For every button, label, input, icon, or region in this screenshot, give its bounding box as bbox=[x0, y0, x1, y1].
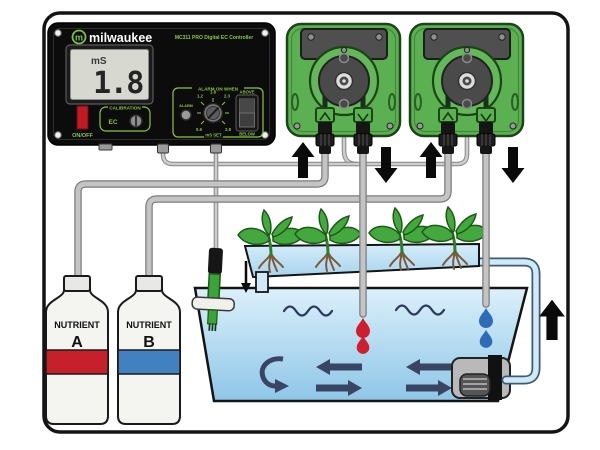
probe-cap bbox=[207, 247, 223, 275]
dial-tick-label: 1.8 bbox=[210, 90, 217, 95]
calibration-channel-label: EC bbox=[108, 119, 117, 126]
probe-connector bbox=[210, 143, 222, 154]
model-label: MC311 PRO Digital EC Controller bbox=[175, 35, 253, 41]
alarm-led-label: ALARM bbox=[179, 104, 193, 108]
dosing-pump-2 bbox=[410, 24, 523, 154]
alarm-led-icon bbox=[180, 109, 192, 121]
brand-name: milwaukee bbox=[89, 31, 152, 45]
dial-tick-label: 1.2 bbox=[197, 94, 204, 99]
dial-caption: mS SET bbox=[205, 133, 222, 138]
bottle-title: NUTRIENT bbox=[54, 320, 100, 330]
pump-power-cable bbox=[160, 135, 470, 167]
bottle-band bbox=[45, 349, 109, 375]
bottle-title: NUTRIENT bbox=[126, 320, 172, 330]
power-button bbox=[76, 105, 89, 130]
circulation-pump bbox=[451, 355, 511, 400]
screw-icon bbox=[54, 131, 62, 139]
power-label: ON/OFF bbox=[72, 133, 93, 139]
bottle-band bbox=[117, 349, 181, 375]
probe-float-collar bbox=[191, 296, 235, 312]
logo-letter: m bbox=[75, 33, 83, 43]
dosing-pump-1 bbox=[287, 24, 400, 154]
bottle-cap bbox=[135, 275, 163, 292]
bottle-letter: A bbox=[71, 334, 83, 351]
alarm-title: ALARM ON WHEN bbox=[198, 87, 239, 92]
screw-icon bbox=[261, 29, 269, 37]
screw-icon bbox=[54, 29, 62, 37]
pump-band bbox=[488, 355, 502, 400]
nutrient-a-tube bbox=[74, 146, 329, 286]
circulation-arrow-icon bbox=[259, 356, 289, 393]
drain-spout bbox=[255, 271, 269, 293]
ec-probe bbox=[191, 247, 235, 332]
switch-below-label: BELOW bbox=[239, 132, 255, 137]
relay-connector bbox=[157, 143, 169, 154]
bottle-cap bbox=[63, 275, 91, 292]
ec-controller: m milwaukee MC311 PRO Digital EC Control… bbox=[47, 22, 276, 154]
dial-tick-label: 2.8 bbox=[225, 127, 232, 132]
above-below-switch bbox=[235, 94, 259, 132]
lcd-value: 1.8 bbox=[93, 66, 143, 101]
return-tube bbox=[475, 257, 541, 385]
alarm-group: ALARM ON WHEN ALARM 1.2 1.8 2.3 0.6 2.8 … bbox=[172, 85, 264, 138]
lcd-display: mS 1.8 bbox=[65, 44, 154, 105]
probe-tip-icon bbox=[208, 323, 217, 332]
pump-grille-icon bbox=[459, 373, 491, 397]
switch-above-label: ABOVE bbox=[240, 90, 255, 95]
lcd-unit: mS bbox=[91, 56, 107, 67]
dial-tick-label: 0.6 bbox=[196, 127, 203, 132]
calibration-group: CALIBRATION EC bbox=[99, 104, 151, 132]
set-knob-icon bbox=[197, 98, 229, 125]
bottle-letter: B bbox=[143, 334, 155, 351]
bottle-nutrient-b: NUTRIENT B bbox=[117, 275, 181, 425]
milwaukee-logo-icon bbox=[71, 29, 87, 45]
calibration-title: CALIBRATION bbox=[109, 106, 141, 111]
dial-tick-label: 2.3 bbox=[224, 94, 231, 99]
nutrient-b-tube bbox=[145, 146, 452, 286]
mount-tab bbox=[98, 143, 113, 151]
drain-arrow-icon bbox=[241, 261, 251, 293]
bottle-nutrient-a: NUTRIENT A bbox=[45, 275, 109, 425]
